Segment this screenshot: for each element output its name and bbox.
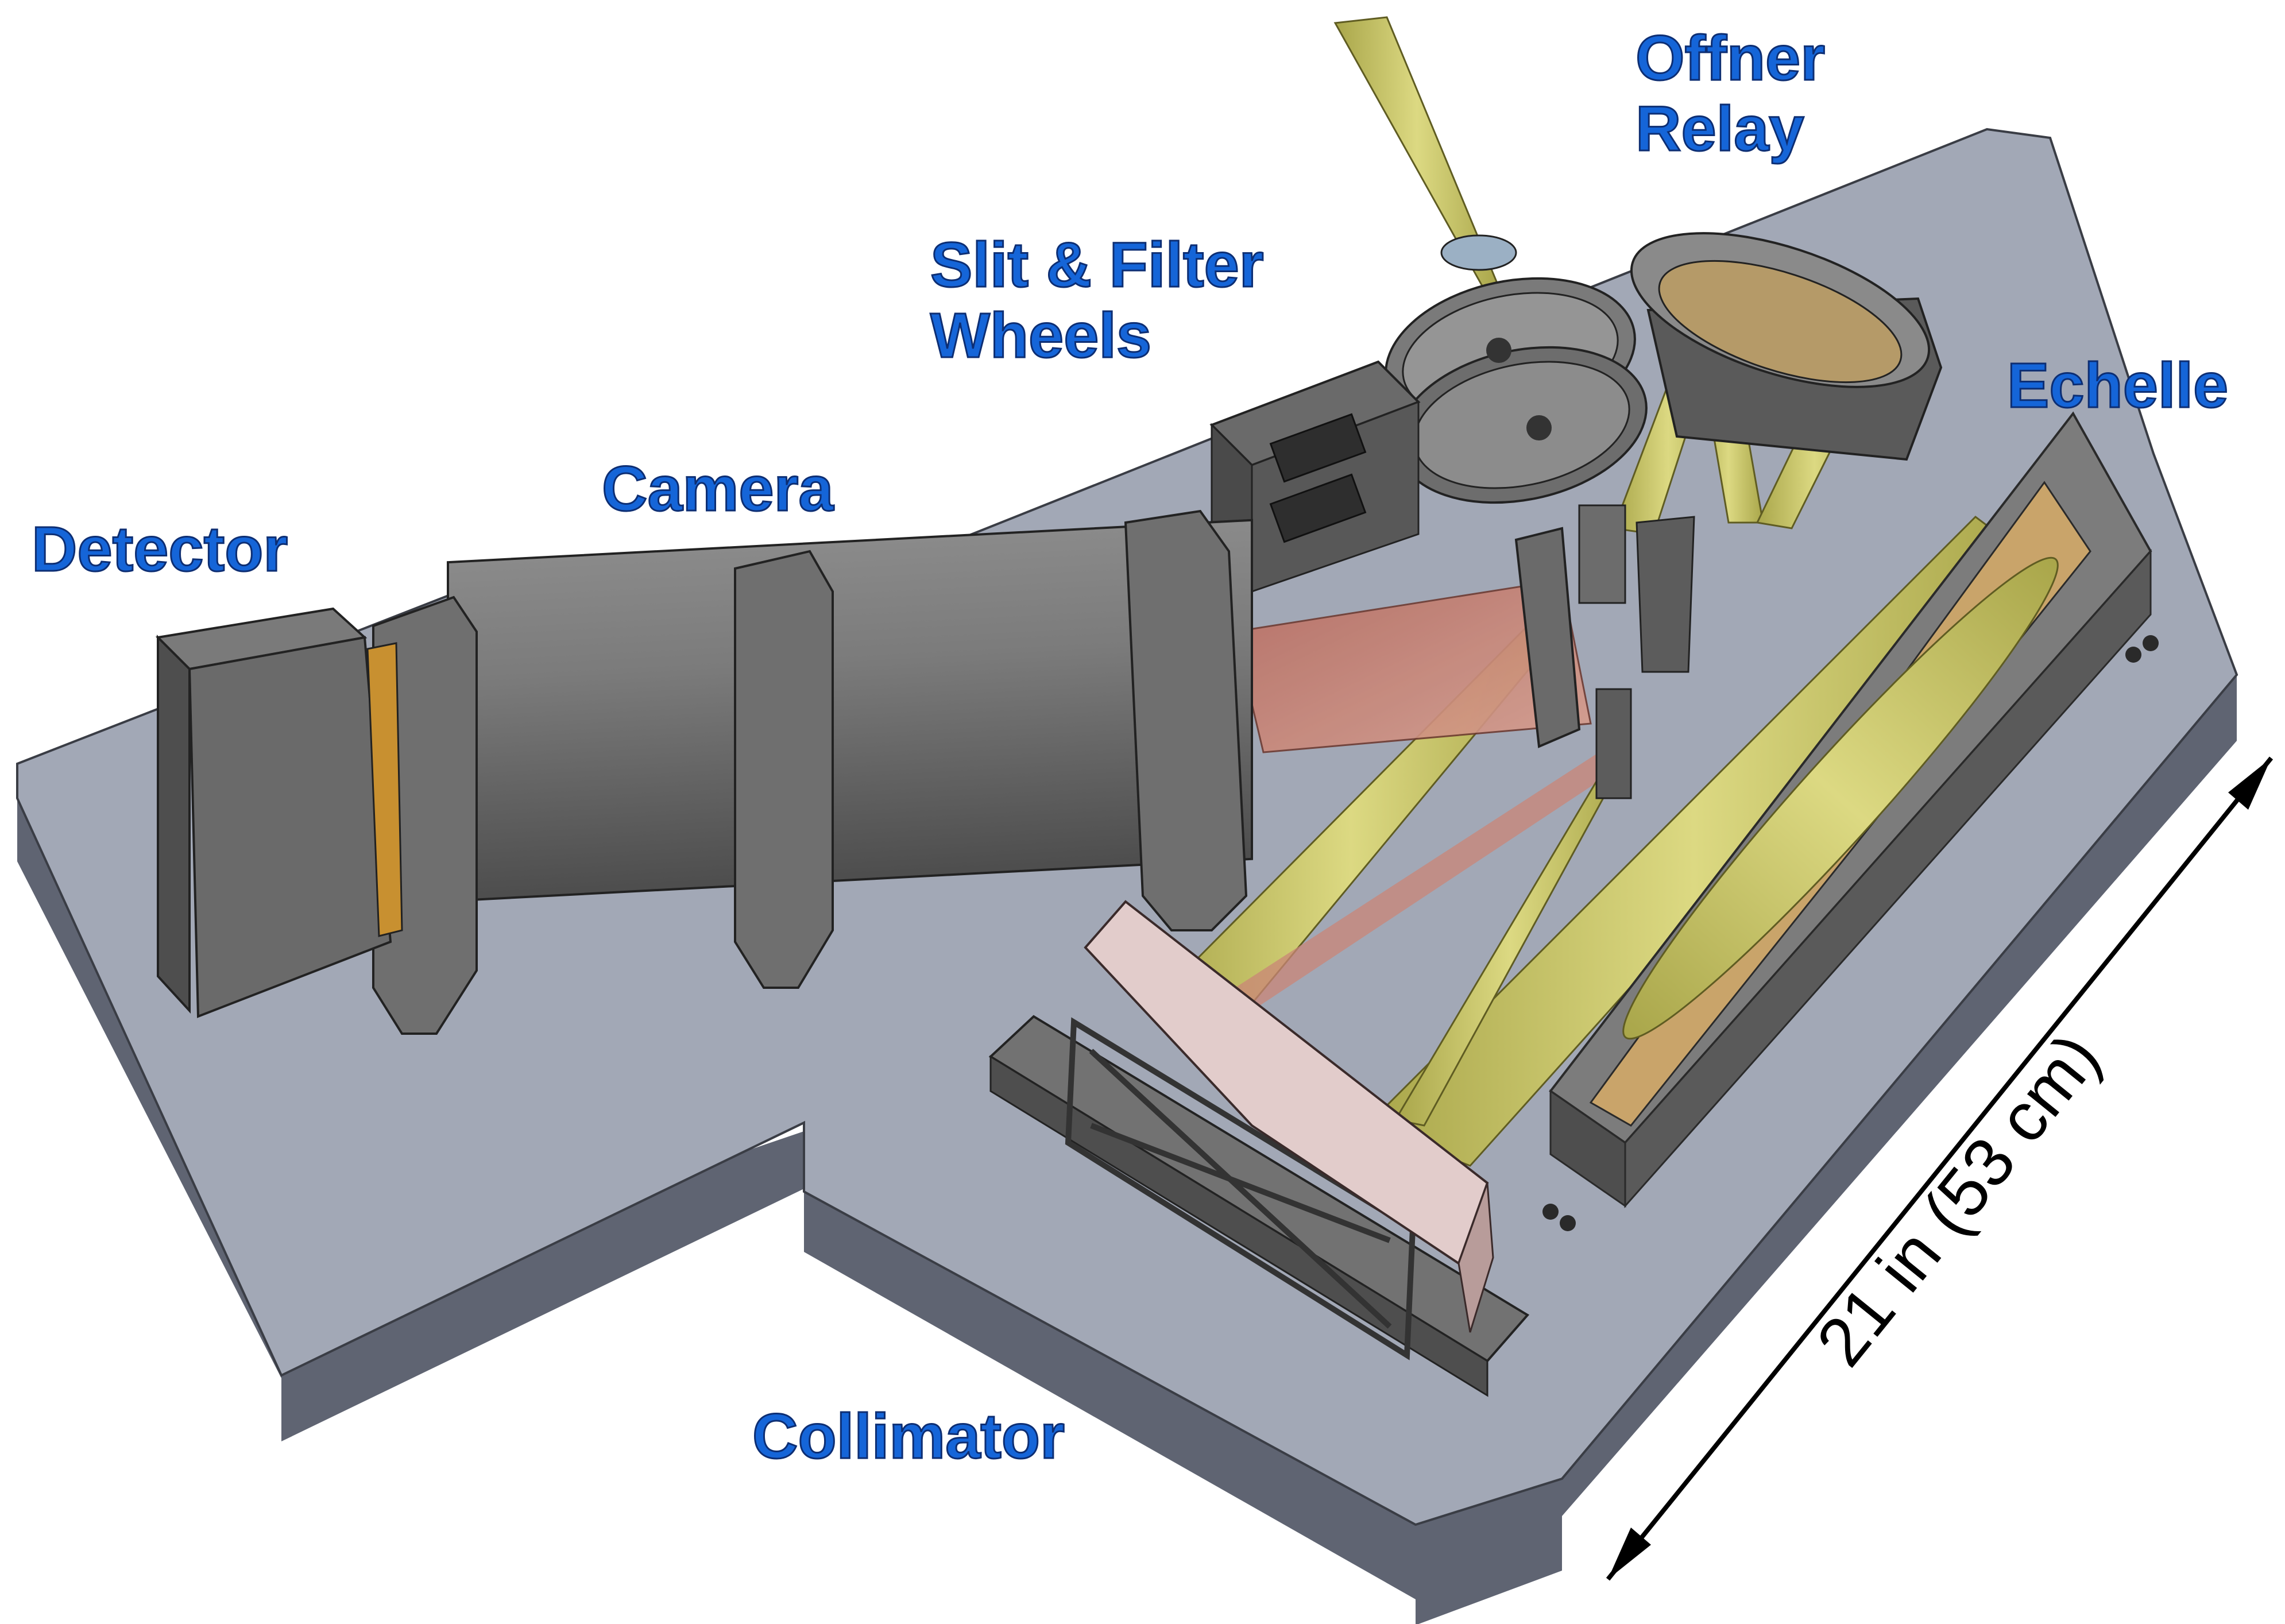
label-offner-line1: Offner <box>1635 22 1826 94</box>
dimension-arrowhead-top <box>2228 758 2271 810</box>
echelle-bolt <box>2125 647 2141 663</box>
light-beams <box>1150 16 2023 1167</box>
echelle-grating <box>1542 411 2159 1231</box>
collimator-truss-strut <box>1090 1123 1391 1243</box>
camera-assembly <box>155 509 1581 1035</box>
collimator-assembly <box>988 900 1530 1397</box>
label-slit-filter-wheels: Slit & Filter Wheels <box>930 229 1265 372</box>
fold-mirror <box>1514 527 1581 748</box>
offner-mirror-ring <box>1658 260 1903 384</box>
label-camera: Camera <box>601 453 835 525</box>
echelle-bolt <box>1542 1204 1559 1220</box>
filter-wheel-hub <box>1486 338 1511 363</box>
slit-mount <box>1636 516 1695 673</box>
detector-window <box>366 642 403 937</box>
motor-connector <box>1269 413 1367 483</box>
slit-mount <box>1595 688 1632 799</box>
dimension-line <box>1606 756 2274 1581</box>
label-detector: Detector <box>30 513 288 585</box>
echelle-bolt <box>2143 635 2159 651</box>
label-echelle: Echelle <box>2006 349 2229 422</box>
label-slit-filter-line1: Slit & Filter <box>930 229 1265 301</box>
echelle-frame-front <box>1624 549 2152 1208</box>
detector-box-side <box>188 636 392 1018</box>
collimator-truss-strut <box>1089 1049 1392 1329</box>
detector-box-front <box>157 635 191 1014</box>
echelle-beam-footprint <box>1622 556 2059 1040</box>
echelle-bolt <box>1560 1215 1576 1231</box>
label-slit-filter-line2: Wheels <box>930 300 1153 372</box>
camera-clamp-mid <box>734 550 834 989</box>
camera-clamp-right <box>1124 509 1248 931</box>
beam-red-camera <box>1234 579 1592 753</box>
label-offner-line2: Relay <box>1635 93 1805 165</box>
dimension-arrow <box>1606 756 2274 1581</box>
slit-mount <box>1578 504 1626 604</box>
motor-connector <box>1269 473 1367 543</box>
dimension-arrowhead-bottom <box>1608 1528 1651 1579</box>
label-collimator: Collimator <box>752 1400 1066 1472</box>
offner-relay <box>1630 232 1943 461</box>
beam-red-fan <box>1217 747 1625 1022</box>
filter-wheel-hub <box>1526 415 1552 440</box>
collimator-mirror-edge <box>1457 1182 1494 1333</box>
collimator-truss <box>1065 1017 1416 1360</box>
collimator-base-foot <box>989 1055 1488 1397</box>
filter-wheels <box>1209 234 1695 799</box>
label-offner-relay: Offner Relay <box>1635 22 1826 165</box>
input-aperture-ring <box>1440 234 1517 271</box>
